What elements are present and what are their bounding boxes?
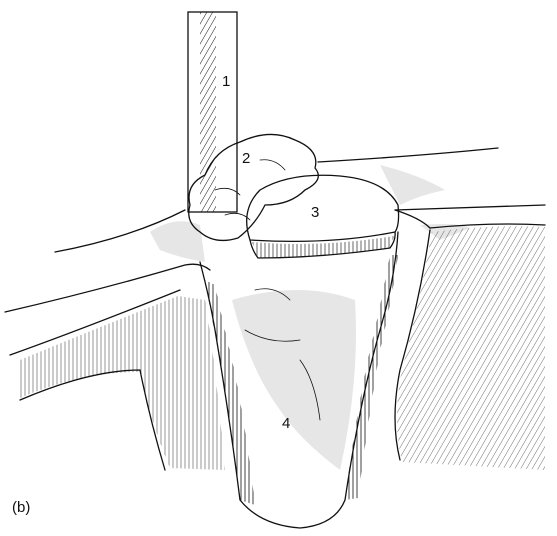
panel-label: (b) [12, 499, 30, 516]
bone-right [395, 205, 545, 470]
callout-3: 3 [311, 204, 319, 221]
callout-1: 1 [222, 73, 230, 90]
bone-left [10, 290, 225, 470]
cut-surface [247, 175, 399, 258]
callout-2: 2 [242, 150, 250, 167]
callout-4: 4 [282, 415, 290, 432]
